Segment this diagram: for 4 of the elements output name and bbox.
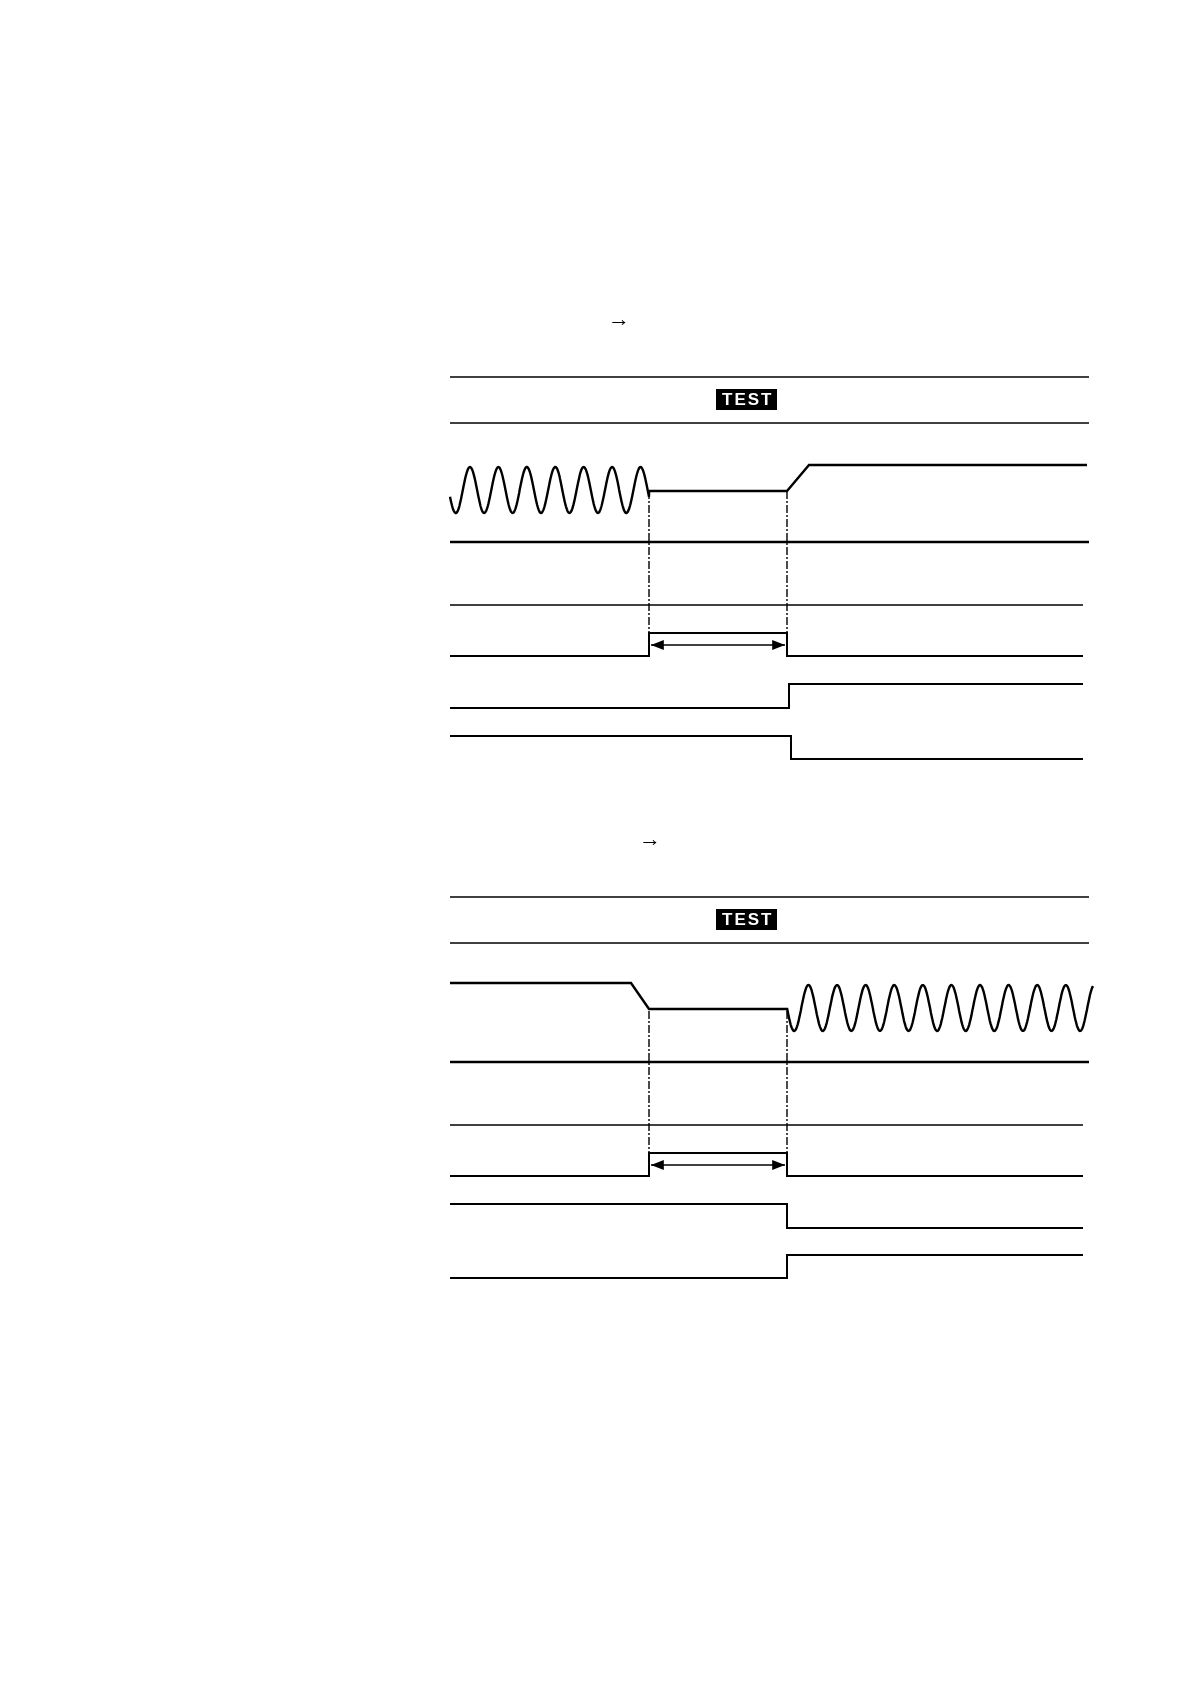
test-badge: TEST bbox=[716, 389, 778, 410]
test-badge: TEST bbox=[716, 909, 778, 930]
arrow-symbol: → bbox=[639, 828, 661, 850]
arrow-symbol: → bbox=[608, 308, 630, 330]
